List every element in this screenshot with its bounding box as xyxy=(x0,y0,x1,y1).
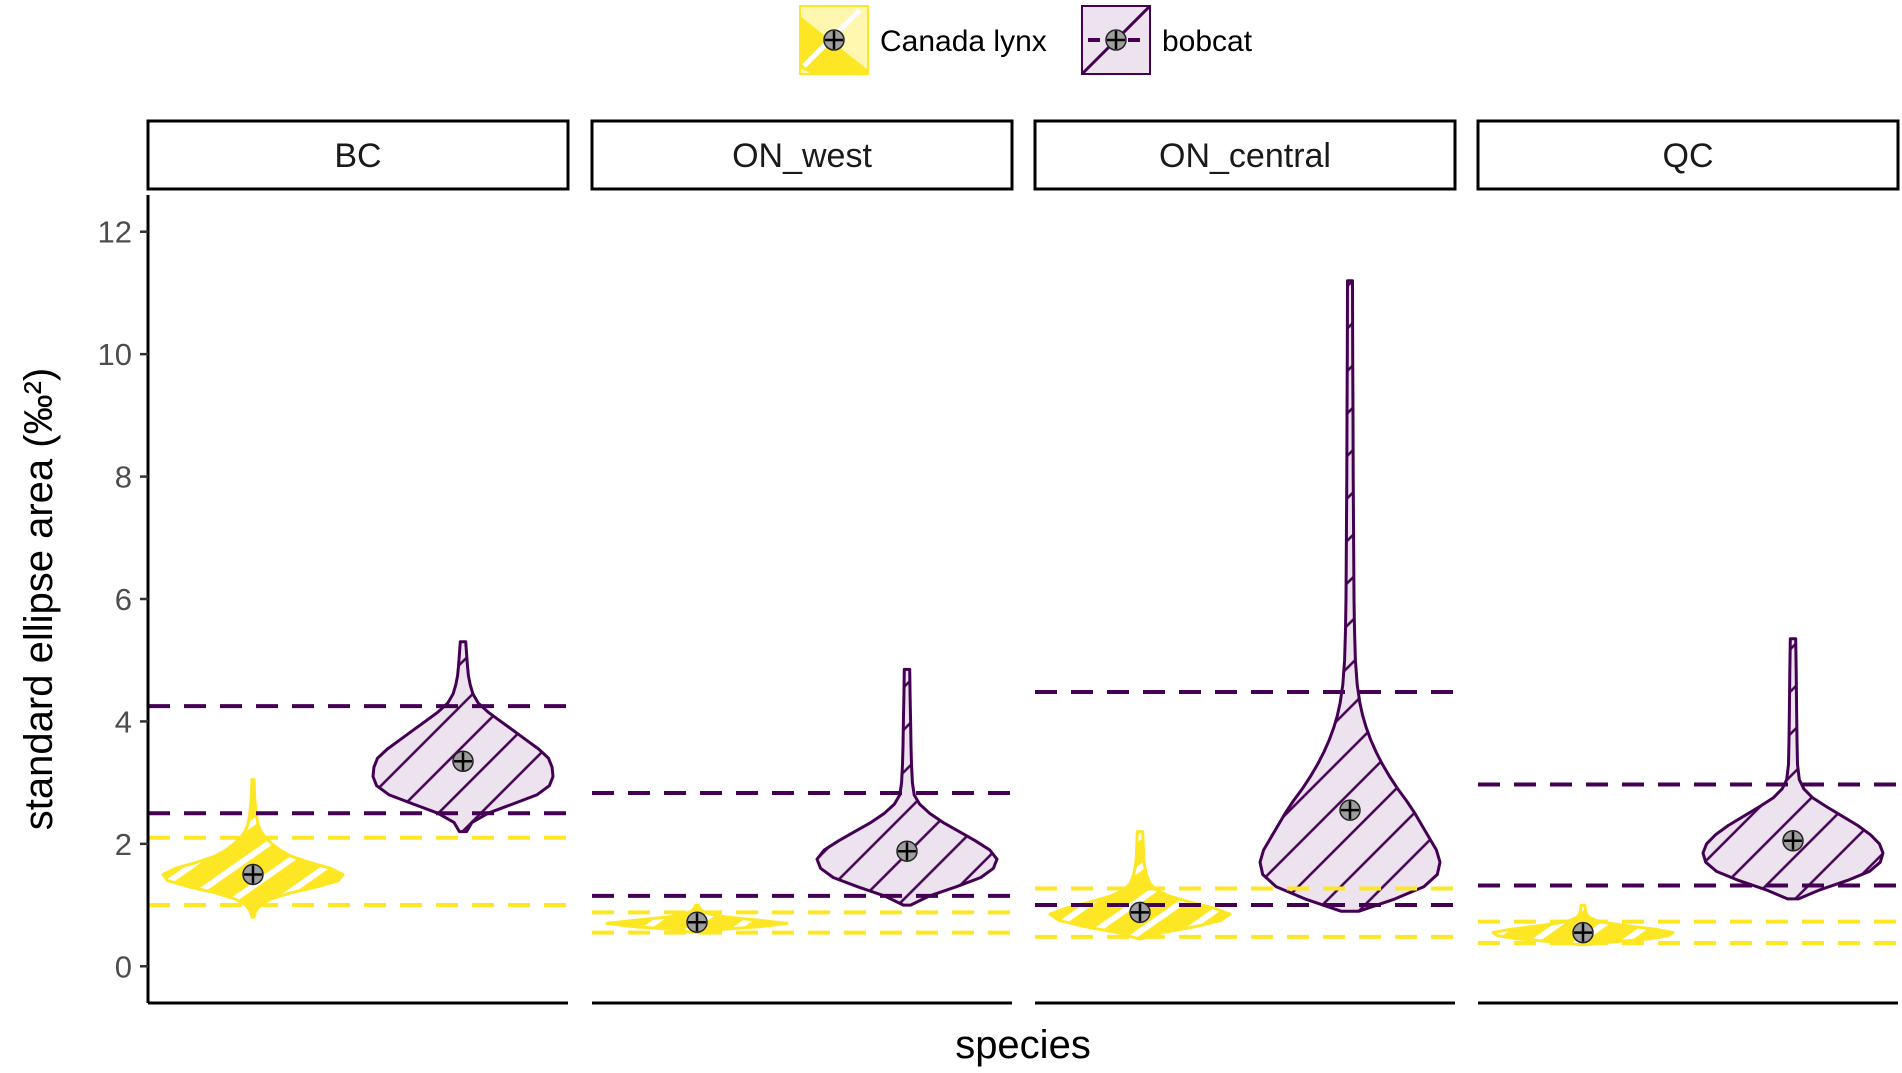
violin-ON_west-bobcat xyxy=(815,667,999,907)
y-tick-label-0: 0 xyxy=(115,949,132,984)
panel-QC: QC xyxy=(1476,119,1900,1005)
mean-cross-ON_west-bobcat xyxy=(898,842,916,861)
panel-ON_central: ON_central xyxy=(1033,119,1457,1005)
strip-QC xyxy=(1476,119,1900,191)
mean-cross-QC-bobcat xyxy=(1784,831,1802,850)
legend-mean-cross xyxy=(1107,31,1125,49)
mean-cross-QC-lynx xyxy=(1574,923,1592,942)
legend-label-lynx: Canada lynx xyxy=(880,25,1047,58)
mean-cross-ON_west-lynx xyxy=(688,913,706,932)
legend-label-bobcat: bobcat xyxy=(1162,25,1253,58)
strip-label-BC: BC xyxy=(334,137,381,175)
panel-BC: BC xyxy=(146,119,570,1005)
x-axis-title: species xyxy=(955,1023,1091,1067)
y-tick-label-4: 4 xyxy=(115,704,132,739)
strip-BC xyxy=(146,119,570,191)
facet-panels: BC ON_west ON_central QC xyxy=(146,119,1900,1005)
y-tick-label-12: 12 xyxy=(98,215,132,250)
strip-ON_central xyxy=(1033,119,1457,191)
violin-BC-bobcat xyxy=(371,640,555,834)
violin-QC-bobcat xyxy=(1701,637,1885,901)
strip-label-ON_central: ON_central xyxy=(1159,137,1331,175)
violin-ON_central-bobcat xyxy=(1258,279,1442,913)
strip-label-QC: QC xyxy=(1663,137,1714,175)
violin-BC-lynx xyxy=(161,778,345,919)
legend-mean-cross xyxy=(825,31,843,49)
y-axis: 0 2 4 6 8 10 12 xyxy=(98,195,150,1003)
legend-item-lynx: Canada lynx xyxy=(799,5,1047,75)
legend-item-bobcat: bobcat xyxy=(1080,4,1253,76)
mean-cross-ON_central-bobcat xyxy=(1341,801,1359,820)
y-tick-label-6: 6 xyxy=(115,582,132,617)
strip-label-ON_west: ON_west xyxy=(732,137,872,175)
y-axis-title: standard ellipse area (‰²) xyxy=(17,368,61,830)
y-tick-label-2: 2 xyxy=(115,827,132,862)
mean-cross-BC-bobcat xyxy=(454,752,472,771)
panel-ON_west: ON_west xyxy=(590,119,1014,1005)
y-tick-label-8: 8 xyxy=(115,460,132,495)
violin-ON_central-lynx xyxy=(1048,830,1232,941)
y-tick-label-10: 10 xyxy=(98,337,132,372)
strip-ON_west xyxy=(590,119,1014,191)
mean-cross-ON_central-lynx xyxy=(1131,903,1149,922)
mean-cross-BC-lynx xyxy=(244,865,262,884)
legend: Canada lynx bobcat xyxy=(799,4,1253,76)
